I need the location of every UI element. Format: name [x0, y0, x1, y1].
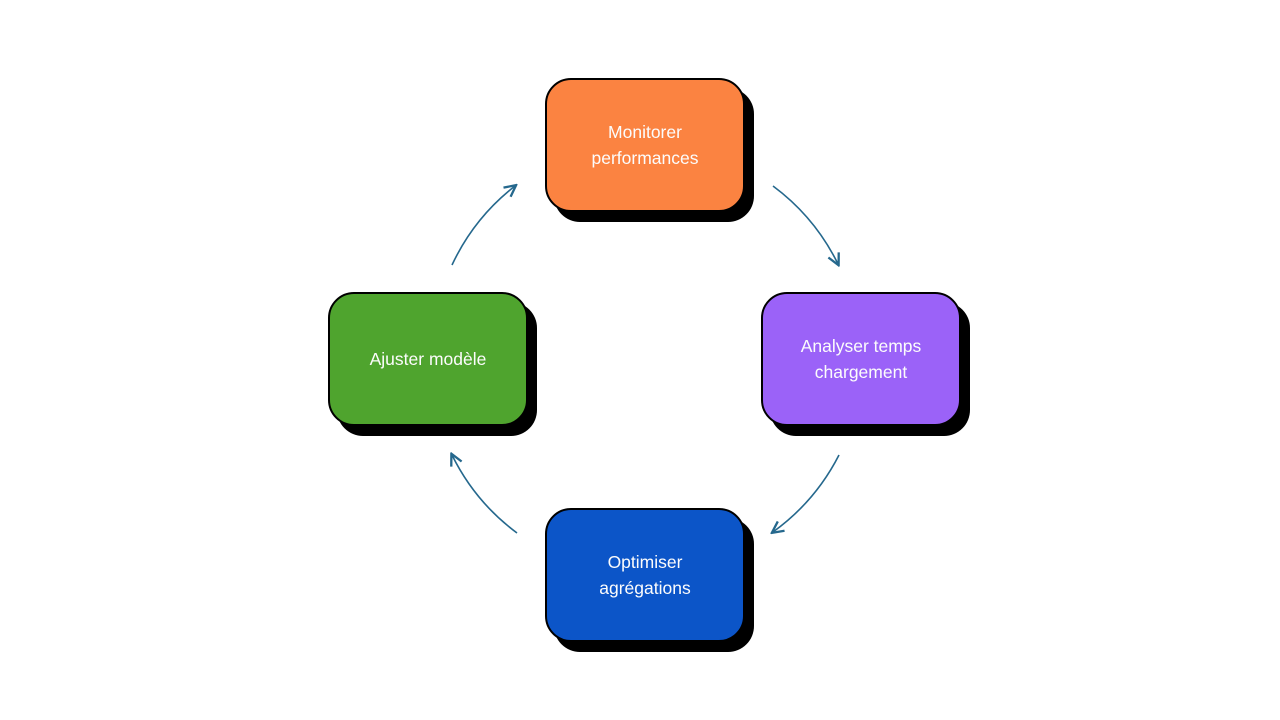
node-ajuster-modele: Ajuster modèle [328, 292, 528, 426]
arrow-optimiser-to-ajuster [452, 455, 518, 534]
node-optimiser-agregations: Optimiser agrégations [545, 508, 745, 642]
arrow-ajuster-to-monitorer [451, 186, 515, 266]
node-label: Analyser temps chargement [800, 335, 922, 382]
node-analyser-temps-chargement: Analyser temps chargement [761, 292, 961, 426]
node-monitorer-performances: Monitorer performances [545, 78, 745, 212]
node-label: Ajuster modèle [369, 348, 487, 369]
node-label: Optimiser agrégations [599, 551, 691, 598]
arrow-monitorer-to-analyser [772, 185, 838, 264]
arrow-analyser-to-optimiser [773, 454, 840, 532]
node-label: Monitorer performances [591, 121, 699, 168]
